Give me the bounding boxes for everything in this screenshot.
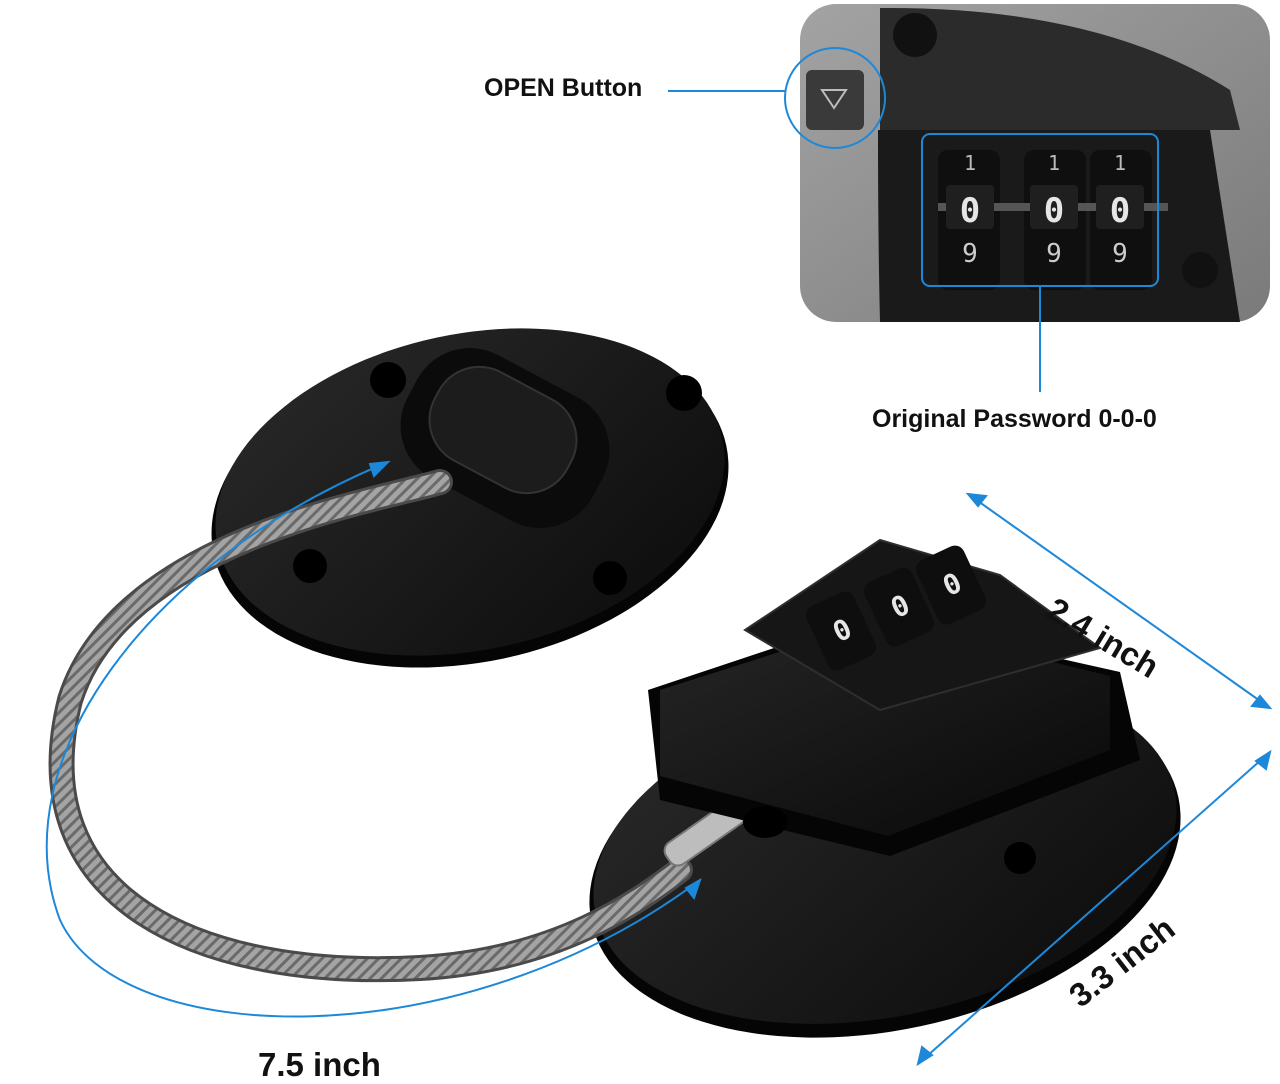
inset-dial-digit: 0 (1110, 191, 1130, 231)
cable-length-label: 7.5 inch (258, 1046, 381, 1083)
svg-text:9: 9 (962, 239, 978, 269)
width-dimension-line (967, 493, 1271, 709)
lock-dials: 0 0 0 (805, 545, 987, 671)
svg-text:1: 1 (1114, 151, 1126, 175)
svg-text:1: 1 (964, 151, 976, 175)
inset-dials: 0 0 0 1 1 1 9 9 9 (938, 150, 1168, 290)
svg-text:9: 9 (1112, 239, 1128, 269)
inset-screw-hole (1182, 252, 1218, 288)
open-button-label: OPEN Button (484, 74, 643, 102)
plate-screw-hole (666, 375, 702, 411)
inset-screw-hole (893, 13, 937, 57)
plate-screw-hole (593, 561, 627, 595)
combination-lock-body: 0 0 0 (648, 538, 1140, 856)
inset-dial-digit: 0 (960, 191, 980, 231)
plate-screw-hole (370, 362, 406, 398)
svg-text:1: 1 (1048, 151, 1060, 175)
plate-screw-hole (1004, 842, 1036, 874)
original-password-label: Original Password 0-0-0 (872, 405, 1157, 433)
cable-length-arc (45, 461, 701, 1018)
anchor-plate (211, 328, 729, 668)
depth-dimension-line (917, 751, 1271, 1065)
inset-dial-digit: 0 (1044, 191, 1064, 231)
triangle-down-icon (820, 89, 848, 110)
inset-closeup: 0 0 0 1 1 1 9 9 9 (784, 4, 1270, 322)
inset-open-button (806, 70, 864, 130)
open-button-highlight-circle (784, 47, 886, 149)
svg-text:9: 9 (1046, 239, 1062, 269)
dimension-arrows (45, 460, 1273, 1067)
cable-port (743, 806, 787, 838)
plate-screw-hole (293, 549, 327, 583)
